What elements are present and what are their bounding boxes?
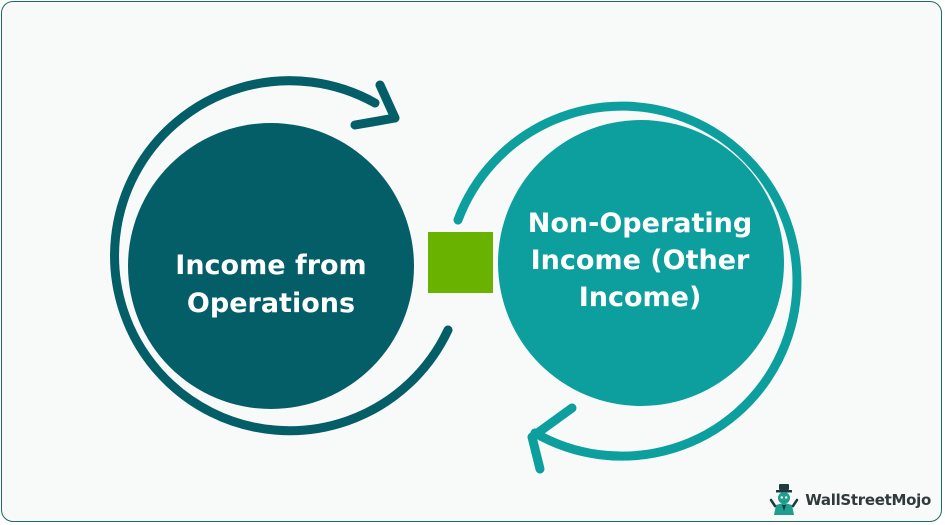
left-circle xyxy=(128,123,414,409)
right-cycle-ring xyxy=(453,101,802,461)
right-cycle-arrowhead-icon xyxy=(527,403,577,474)
right-label-line: Income) xyxy=(578,281,702,313)
brand-name: WallStreetMojo xyxy=(805,491,931,509)
right-label-line: Income (Other xyxy=(530,244,750,276)
mascot-logo-icon xyxy=(769,484,799,515)
left-label-line: Income from xyxy=(175,250,367,281)
left-label-line: Operations xyxy=(186,288,356,319)
left-cycle-arrowhead-icon xyxy=(350,80,400,130)
connector-square xyxy=(428,232,493,293)
right-circle xyxy=(498,120,784,406)
left-circle-label: Income from Operations xyxy=(130,160,412,410)
left-cycle-ring xyxy=(110,76,453,436)
right-label-line: Non-Operating xyxy=(527,207,753,239)
right-circle-label: Non-Operating Income (Other Income) xyxy=(502,130,778,390)
brand-logo: WallStreetMojo xyxy=(769,483,931,517)
